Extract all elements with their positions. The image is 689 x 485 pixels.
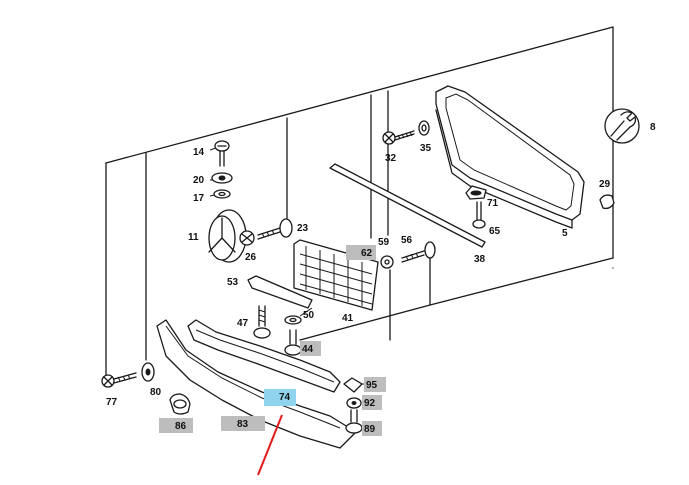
label-14: 14: [193, 147, 205, 158]
label-35: 35: [420, 143, 432, 154]
grille-frame-part: [435, 85, 585, 229]
emblem-26-part: [239, 230, 255, 246]
label-56: 56: [401, 235, 413, 246]
highlight-89: [362, 421, 382, 436]
label-26: 26: [245, 252, 257, 263]
clip-71-part: [465, 185, 487, 200]
screw-23-part: [257, 218, 293, 240]
highlight-boxes: [159, 245, 386, 436]
part-labels: 8 14 20 17 11 26 23 32 35 71 65 29 5 62 …: [106, 122, 656, 435]
bolt-89-part: [345, 409, 363, 434]
reinforcement-74-part: [187, 319, 341, 393]
highlight-95: [364, 377, 386, 392]
bracket-53-part: [247, 275, 313, 309]
label-77: 77: [106, 397, 118, 408]
label-53: 53: [227, 277, 239, 288]
highlight-83: [221, 416, 265, 431]
screw-14-part: [214, 140, 230, 167]
washer-80-part: [141, 362, 155, 382]
screw-65-part: [472, 201, 486, 229]
trim-strip-part: [329, 163, 486, 248]
label-86: 86: [175, 421, 187, 432]
label-80: 80: [150, 387, 162, 398]
label-20: 20: [193, 175, 205, 186]
clip-59-part: [380, 255, 394, 269]
label-74: 74: [279, 392, 291, 403]
label-32: 32: [385, 153, 397, 164]
bolt-44-part: [284, 329, 302, 356]
label-11: 11: [188, 232, 199, 243]
label-59: 59: [378, 237, 390, 248]
highlight-62: [346, 245, 376, 260]
plug-86-part: [169, 393, 191, 415]
label-47: 47: [237, 318, 249, 329]
label-5: 5: [562, 228, 568, 239]
label-38: 38: [474, 254, 486, 265]
washer-17-part: [213, 189, 231, 199]
label-23: 23: [297, 223, 309, 234]
label-8: 8: [650, 122, 656, 133]
clip-29-part: [599, 194, 615, 210]
clip-95-part: [343, 377, 363, 393]
washer-50-part: [284, 315, 302, 325]
label-89: 89: [364, 424, 376, 435]
highlight-92: [362, 395, 382, 410]
washer-20-part: [211, 172, 233, 184]
screw-56-part: [401, 241, 436, 263]
label-83: 83: [237, 419, 249, 430]
label-50: 50: [303, 310, 315, 321]
screw-32-part: [382, 130, 415, 145]
emblem-11-part: [208, 209, 247, 263]
label-44: 44: [302, 344, 314, 355]
label-95: 95: [366, 380, 378, 391]
label-92: 92: [364, 398, 376, 409]
label-29: 29: [599, 179, 611, 190]
screw-47-part: [253, 305, 271, 339]
highlight-86: [159, 418, 193, 433]
screw-77-part: [101, 372, 137, 388]
washer-35-part: [418, 120, 430, 136]
label-65: 65: [489, 226, 501, 237]
label-62: 62: [361, 248, 373, 259]
frame-lines: [105, 26, 614, 376]
washer-92-part: [346, 397, 362, 409]
label-41: 41: [342, 313, 354, 324]
wrench-icon: [604, 108, 640, 144]
label-71: 71: [487, 198, 499, 209]
leader-lines: [209, 147, 364, 385]
highlight-44: [300, 341, 321, 356]
label-17: 17: [193, 193, 205, 204]
pointer-arrow: [257, 414, 283, 476]
highlight-74: [264, 389, 296, 406]
